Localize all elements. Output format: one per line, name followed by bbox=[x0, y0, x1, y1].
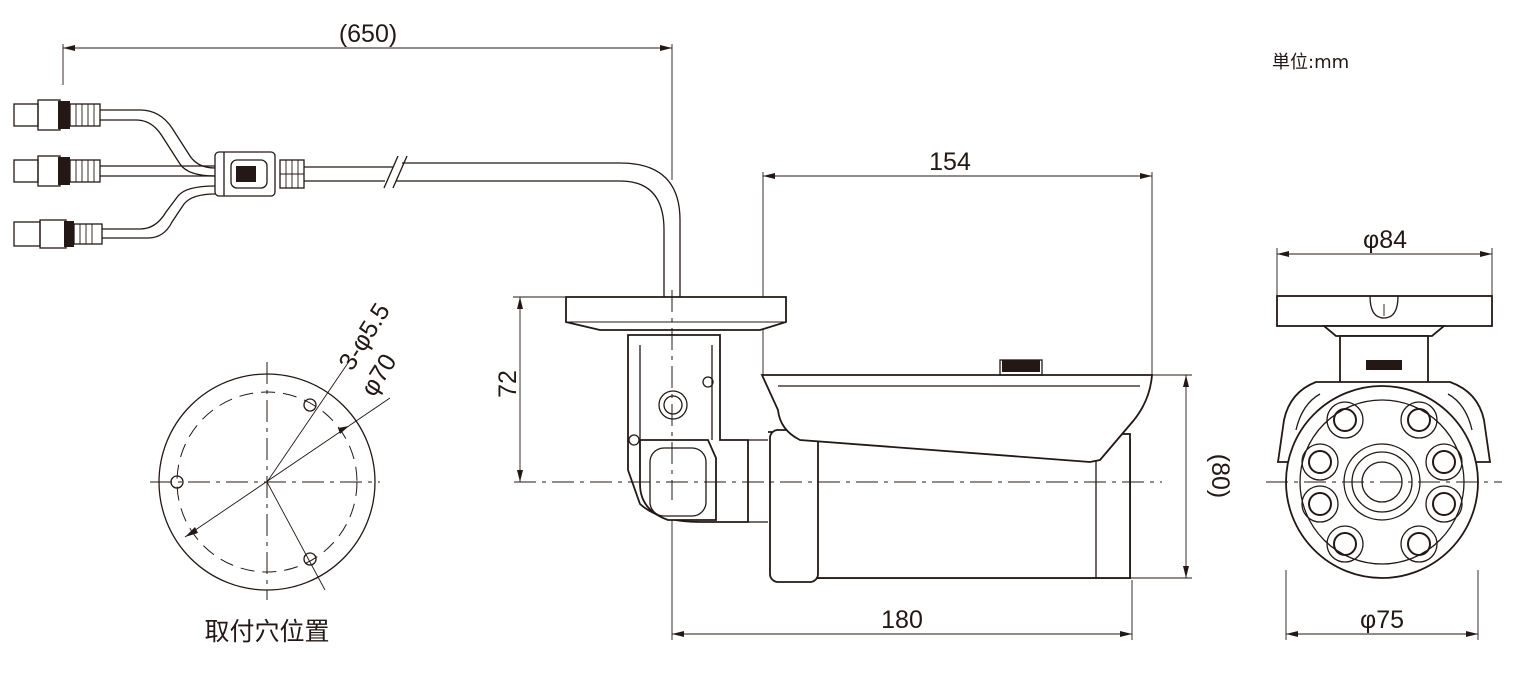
dc-connector bbox=[13, 219, 103, 249]
body-length-label: 154 bbox=[929, 148, 971, 176]
bnc-connector-2 bbox=[13, 155, 101, 187]
mount-hole-2 bbox=[170, 475, 184, 489]
cable-splitter bbox=[214, 151, 305, 197]
camera-side-view: 72 154 (80) 180 bbox=[494, 148, 1234, 640]
front-diameter-label: φ75 bbox=[1360, 606, 1404, 634]
total-length-label: 180 bbox=[881, 606, 923, 634]
body-height-label: (80) bbox=[1206, 454, 1234, 498]
bracket-height-label: 72 bbox=[494, 370, 522, 398]
mount-hole-diagram: 3-φ5.5 φ70 取付穴位置 bbox=[150, 298, 402, 646]
mount-hole-3 bbox=[303, 552, 317, 566]
mount-hole-caption: 取付穴位置 bbox=[204, 617, 329, 646]
unit-label: 単位:mm bbox=[1272, 52, 1349, 73]
bnc-connector-1 bbox=[13, 99, 101, 131]
base-diameter-label: φ84 bbox=[1363, 226, 1407, 254]
cable-length-label: (650) bbox=[339, 20, 397, 48]
camera-front-view: φ84 φ75 bbox=[1266, 226, 1502, 640]
mount-hole-1 bbox=[303, 398, 317, 412]
cable-assembly: (650) bbox=[13, 20, 681, 298]
